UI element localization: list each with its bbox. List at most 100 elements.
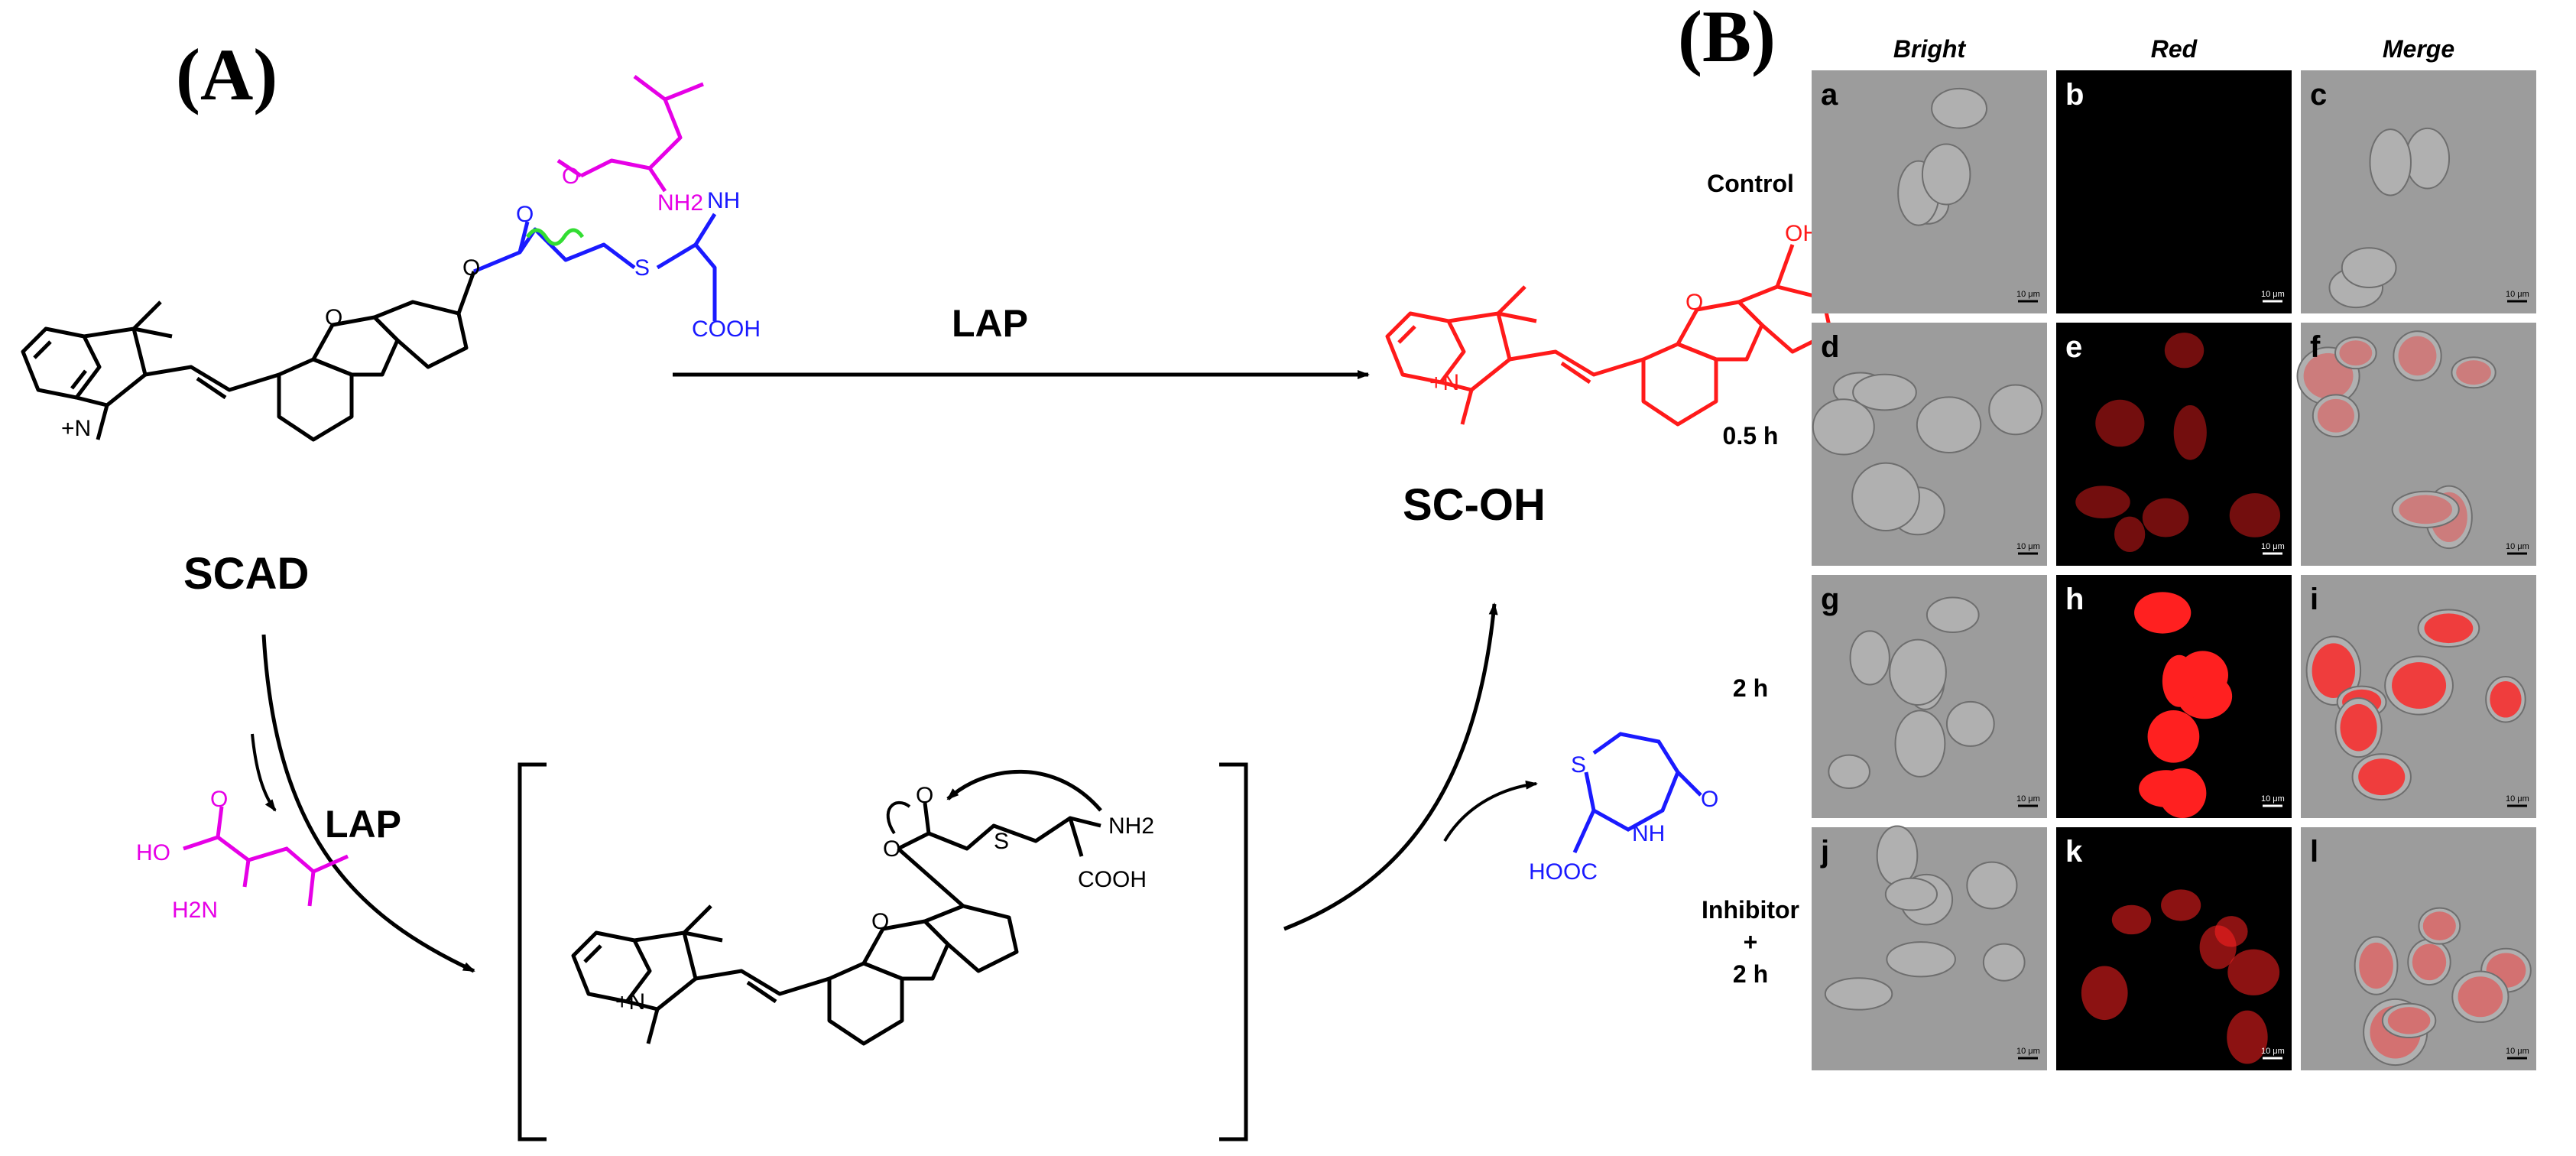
scale-bar-label: 10 μm xyxy=(2506,1047,2529,1056)
cell-shape xyxy=(2369,128,2412,196)
red-signal xyxy=(2424,613,2474,644)
red-signal xyxy=(2229,493,2281,537)
lap-label-bottom: LAP xyxy=(325,803,401,846)
red-signal xyxy=(2147,710,2200,763)
cell-shape xyxy=(2334,336,2377,370)
micrograph-c: c 10 μm xyxy=(2301,70,2536,313)
intermediate-atom-o-carbonyl: O xyxy=(916,783,933,808)
red-signal xyxy=(2339,340,2373,366)
row-label-3: Inhibitor+2 h xyxy=(1702,896,1799,988)
leucine-atom-h2n: H2N xyxy=(172,898,218,923)
panel-b-label: (B) xyxy=(1678,0,1776,77)
micrograph-g: g 10 μm xyxy=(1812,575,2047,818)
scale-bar-label: 10 μm xyxy=(2261,794,2285,804)
scale-bar-label: 10 μm xyxy=(2261,542,2285,551)
row-label-0: Control xyxy=(1707,170,1794,197)
red-signal xyxy=(2317,398,2354,433)
red-signal xyxy=(2214,916,2248,947)
cell-shape xyxy=(2418,907,2461,945)
micrograph-letter: i xyxy=(2310,583,2318,616)
red-signal xyxy=(2340,703,2377,752)
cell-shape xyxy=(1824,977,1893,1011)
cell-shape xyxy=(1889,638,1947,706)
intermediate-molecule xyxy=(571,769,1102,1046)
micrograph-bg xyxy=(2056,70,2292,313)
micrograph-bg xyxy=(2056,323,2292,566)
red-signal xyxy=(2095,399,2145,447)
red-signal xyxy=(2111,904,2152,935)
lactam-atom-s: S xyxy=(1571,752,1586,778)
red-signal xyxy=(2456,360,2491,385)
cell-shape xyxy=(2354,936,2399,995)
scad-atom-o-ring: O xyxy=(325,305,342,330)
red-signal xyxy=(2359,942,2393,989)
panel-a: (A) xyxy=(21,34,1833,1141)
scad-atom-o-ester: O xyxy=(462,255,480,281)
cell-shape xyxy=(2381,1002,2437,1039)
micrograph-letter: g xyxy=(1821,583,1839,616)
column-header-merge: Merge xyxy=(2383,35,2454,63)
red-signal xyxy=(2399,495,2453,524)
cell-shape xyxy=(1852,373,1917,411)
micrograph-e: e10 μm xyxy=(2056,323,2292,566)
lactam-release-arrow xyxy=(1443,780,1538,843)
cell-shape xyxy=(2341,247,2397,289)
red-signal xyxy=(2312,643,2356,699)
red-signal xyxy=(2387,1007,2431,1034)
red-signal xyxy=(2458,976,2503,1018)
micrograph-i: i10 μm xyxy=(2301,575,2536,818)
scale-bar-label: 10 μm xyxy=(2506,290,2529,299)
scale-bar-label: 10 μm xyxy=(2261,290,2285,299)
intermediate-brackets xyxy=(517,762,1248,1141)
lactam-atom-labels: S O NH HOOC xyxy=(1529,752,1718,885)
cell-shape xyxy=(1966,861,2018,910)
red-signal xyxy=(2358,758,2406,796)
scad-atom-o-leu: O xyxy=(562,164,579,189)
red-signal xyxy=(2081,966,2128,1021)
intermediate-atom-s: S xyxy=(994,829,1009,854)
micrograph-letter: b xyxy=(2065,78,2084,112)
cell-shape xyxy=(2312,394,2360,438)
sc-oh-atom-o: O xyxy=(1685,290,1703,315)
cell-shape xyxy=(1849,630,1890,686)
cell-shape xyxy=(2391,490,2460,528)
column-header-red: Red xyxy=(2151,35,2198,63)
scad-benzo-ring xyxy=(372,300,469,369)
lap-label-top: LAP xyxy=(952,302,1028,345)
cell-shape xyxy=(1812,398,1875,456)
cell-shape xyxy=(1884,877,1938,911)
red-signal xyxy=(2422,911,2456,940)
scad-atom-labels: +N O O O S NH COOH O NH2 xyxy=(61,164,761,441)
micrograph-letter: l xyxy=(2310,835,2318,869)
micrograph-l: l 10 μm xyxy=(2301,827,2536,1070)
scale-bar-label: 10 μm xyxy=(2016,794,2040,804)
lactam-atom-nh: NH xyxy=(1632,821,1665,846)
micrograph-d: d10 μm xyxy=(1812,323,2047,566)
cell-shape xyxy=(2451,970,2509,1023)
micrograph-k: k10 μm xyxy=(2056,827,2292,1070)
red-signal xyxy=(2142,498,2189,537)
micrograph-letter: j xyxy=(1820,835,1829,869)
cell-shape xyxy=(1988,384,2043,436)
micrograph-a: a10 μm xyxy=(1812,70,2047,313)
cell-shape xyxy=(1945,700,1995,747)
scale-bar-label: 10 μm xyxy=(2506,542,2529,551)
sc-oh-atom-labels: +N O OH xyxy=(1429,221,1819,395)
cell-shape xyxy=(1926,596,1980,634)
leucine-atom-ho: HO xyxy=(136,840,170,865)
cell-shape xyxy=(1876,825,1919,886)
intermediate-atom-o-ring: O xyxy=(871,909,889,934)
scale-bar-label: 10 μm xyxy=(2016,542,2040,551)
lap-arrow-bottom xyxy=(261,634,475,973)
red-signal xyxy=(2398,336,2437,376)
scale-bar-label: 10 μm xyxy=(2016,1047,2040,1056)
micrograph-letter: c xyxy=(2310,78,2327,112)
cell-shape xyxy=(1921,143,1971,206)
red-signal xyxy=(2177,651,2228,700)
intermediate-atom-labels: +N O O O S NH2 COOH xyxy=(615,783,1154,1015)
sc-oh-molecule xyxy=(1385,244,1833,427)
cell-shape xyxy=(1982,943,2026,982)
